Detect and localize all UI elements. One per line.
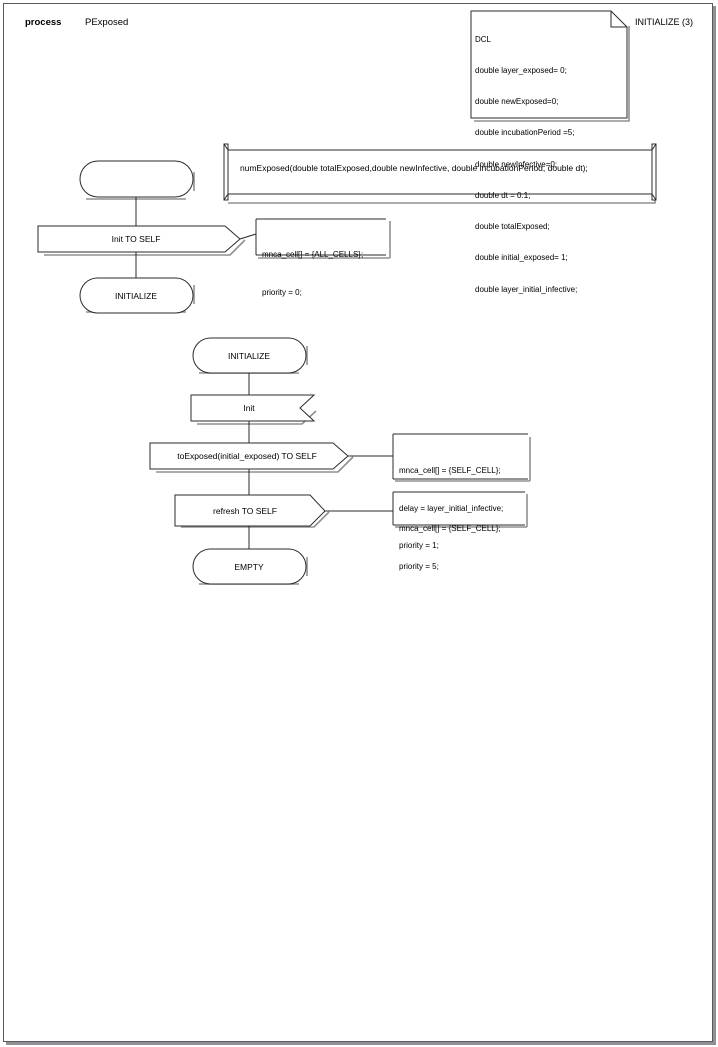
dcl-line-4: double newInfective=0; bbox=[475, 159, 558, 169]
dcl-line-0: DCL bbox=[475, 34, 492, 44]
dcl-line-7: double initial_exposed= 1; bbox=[475, 253, 568, 263]
comment-box-top-shape bbox=[255, 218, 391, 259]
dcl-line-8: double layer_initial_infective; bbox=[475, 284, 578, 294]
output-toexposed-label: toExposed(initial_exposed) TO SELF bbox=[177, 451, 317, 461]
dcl-line-6: double totalExposed; bbox=[475, 222, 550, 232]
input-init-shape bbox=[190, 394, 317, 425]
state-empty-label: EMPTY bbox=[234, 562, 264, 572]
comment-top-line-0: mnca_cell[] = {ALL_CELLS}; bbox=[262, 250, 364, 259]
comment-toexposed-line-2: priority = 1; bbox=[399, 541, 439, 550]
state-initialize-bottom-label: INITIALIZE bbox=[227, 351, 271, 361]
comment-box-toexposed-text: mnca_cell[] = {SELF_CELL}; delay = layer… bbox=[399, 440, 503, 578]
comment-toexposed-line-0: mnca_cell[] = {SELF_CELL}; bbox=[399, 466, 501, 475]
start-state-shape bbox=[79, 160, 195, 200]
page-title-keyword: process bbox=[25, 17, 62, 28]
comment-connector-top bbox=[239, 233, 257, 240]
input-init-label: Init bbox=[243, 403, 255, 413]
comment-box-toexposed-shape bbox=[392, 433, 531, 482]
comment-box-refresh-shape bbox=[392, 491, 528, 528]
comment-top-line-1: priority = 0; bbox=[262, 287, 302, 297]
dcl-line-2: double newExposed=0; bbox=[475, 97, 559, 107]
output-init-to-self-label: Init TO SELF bbox=[111, 234, 161, 244]
state-empty-shape bbox=[192, 548, 308, 585]
procedure-declaration-text: numExposed(double totalExposed,double ne… bbox=[240, 163, 588, 173]
comment-refresh-line-0: mnca_cell[] = {SELF_CELL}; bbox=[399, 524, 501, 533]
dcl-line-3: double incubationPeriod =5; bbox=[475, 128, 575, 138]
output-init-to-self-shape bbox=[37, 225, 246, 256]
state-initialize-top-shape bbox=[79, 277, 195, 314]
comment-refresh-line-1: priority = 5; bbox=[399, 561, 439, 571]
page-state-counter: INITIALIZE (3) bbox=[635, 17, 694, 27]
output-toexposed-shape bbox=[149, 442, 354, 473]
comment-box-top-text: mnca_cell[] = {ALL_CELLS}; priority = 0; bbox=[262, 224, 363, 324]
comment-box-refresh-text: mnca_cell[] = {SELF_CELL}; priority = 5; bbox=[399, 498, 501, 598]
dcl-declaration-box-shape bbox=[470, 10, 630, 122]
dcl-line-1: double layer_exposed= 0; bbox=[475, 66, 567, 76]
page-title-name: PExposed bbox=[85, 17, 129, 28]
dcl-declaration-text: DCL double layer_exposed= 0; double newE… bbox=[475, 14, 577, 316]
state-initialize-top-label: INITIALIZE bbox=[114, 291, 158, 301]
output-refresh-label: refresh TO SELF bbox=[213, 506, 277, 516]
output-refresh-shape bbox=[174, 494, 330, 528]
dcl-line-5: double dt = 0.1; bbox=[475, 190, 531, 200]
comment-toexposed-line-1: delay = layer_initial_infective; bbox=[399, 503, 504, 513]
procedure-declaration-box-shape bbox=[223, 143, 657, 204]
